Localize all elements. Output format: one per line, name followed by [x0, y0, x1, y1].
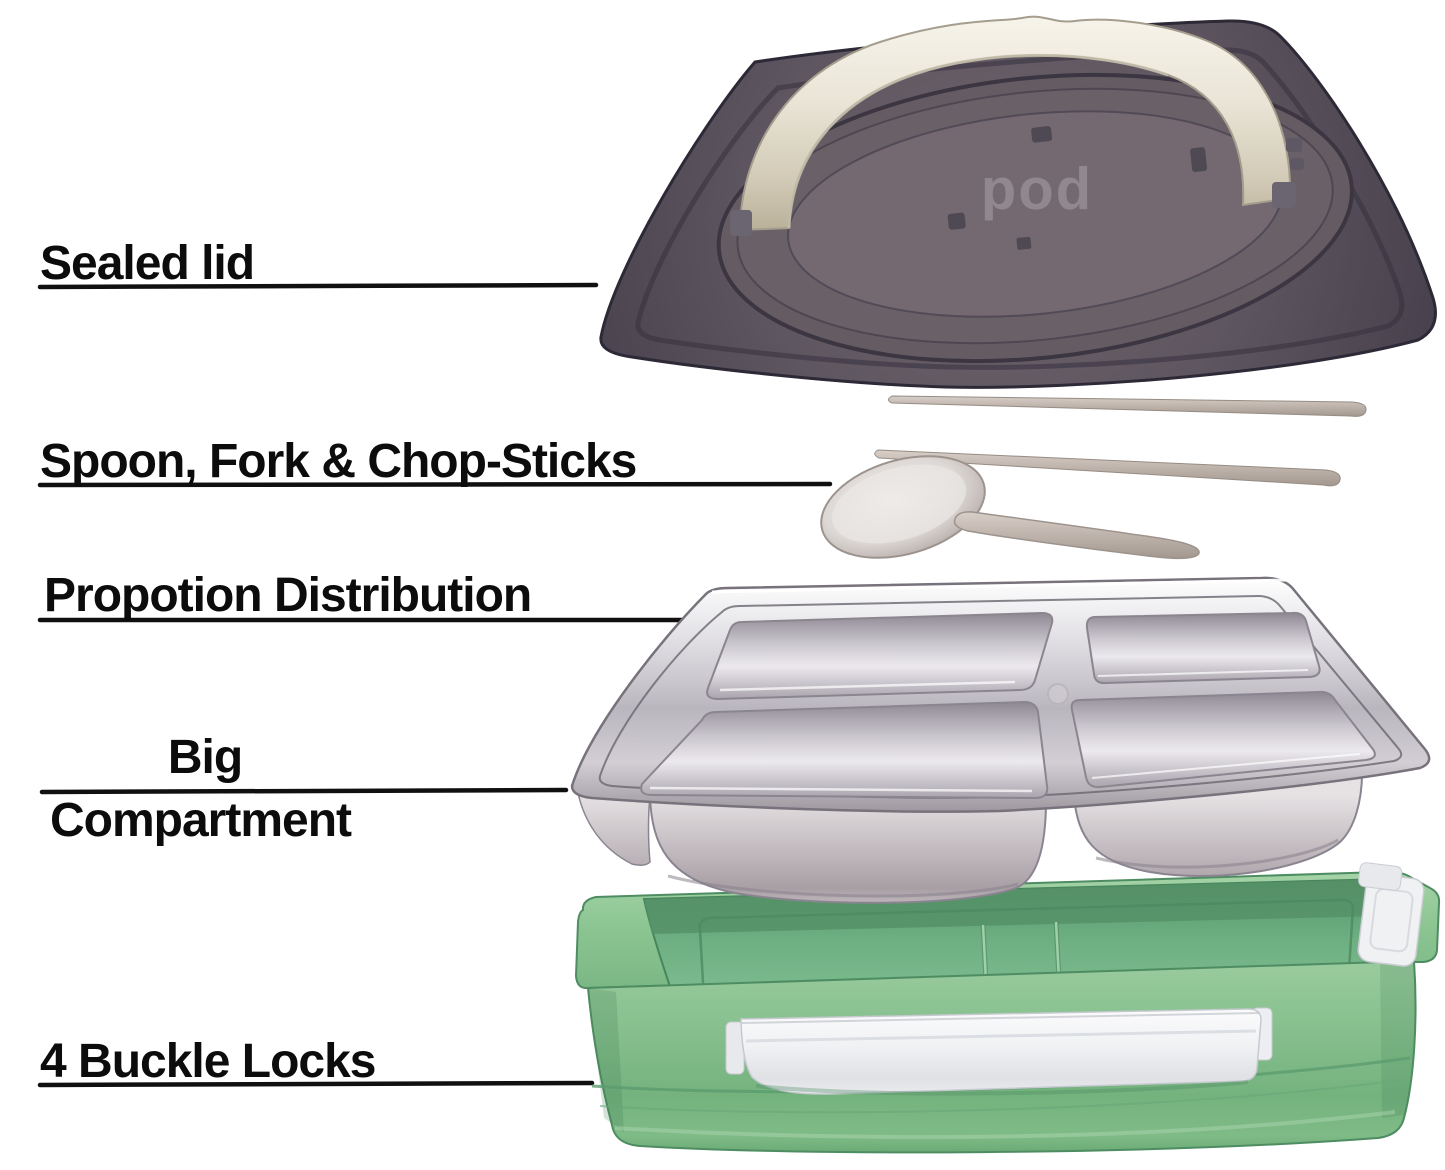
leader-line-buckle-locks — [37, 1080, 595, 1088]
spoon-handle — [953, 511, 1200, 560]
callout-big-compartment-line1: Big — [167, 731, 243, 784]
side-buckle — [1357, 862, 1425, 967]
lid-oval-recess — [716, 72, 1354, 364]
spoon-bowl-inner — [831, 464, 967, 544]
tray-compartment-big — [640, 700, 1049, 800]
tray-center-boss — [1047, 683, 1069, 705]
tray-wall-left-corner — [577, 792, 651, 867]
latch-fold-line — [745, 1029, 1257, 1043]
spoon — [820, 455, 1200, 560]
tray-rim-top-highlight — [711, 578, 1287, 594]
lid-handle-hinges — [730, 138, 1304, 236]
callout-proportion-distribution: Propotion Distribution — [44, 569, 532, 622]
container-left-shadow — [588, 988, 624, 1132]
cutlery-set — [820, 395, 1367, 560]
callout-sealed-lid: Sealed lid — [40, 237, 255, 290]
leader-line-big-compartment — [39, 787, 569, 795]
container-back-wall-shade — [644, 879, 1386, 934]
leader-line-cutlery — [37, 481, 833, 488]
lid-embossed-logo: pod — [979, 165, 1091, 230]
front-latch — [725, 1007, 1273, 1096]
leader-line-sealed-lid — [37, 282, 599, 290]
tray-compartment-top-left — [706, 611, 1054, 701]
chopstick-2 — [874, 449, 1341, 487]
callout-cutlery: Spoon, Fork & Chop-Sticks — [40, 435, 637, 488]
green-container — [574, 862, 1441, 1154]
tray-compartment-top-right — [1085, 611, 1321, 685]
tray-front-bulges — [577, 771, 1364, 904]
tray-compartment-glints — [649, 669, 1361, 793]
latch-drop-shadow — [755, 1080, 1249, 1096]
callout-big-compartment-line2: Compartment — [50, 794, 352, 847]
container-right-shadow — [1380, 961, 1415, 1118]
callout-buckle-locks: 4 Buckle Locks — [40, 1035, 376, 1088]
steel-tray — [570, 576, 1431, 904]
tray-compartment-bottom-right — [1070, 690, 1376, 789]
lid-handle-inner-shadow — [787, 53, 1169, 229]
chopstick-1 — [888, 395, 1367, 417]
lid-photo: pod — [599, 15, 1437, 389]
lid-locating-tabs — [947, 126, 1208, 250]
tray-bulge-left — [648, 795, 1048, 904]
latch-bar — [740, 1008, 1262, 1095]
leader-lines — [37, 282, 833, 1088]
latch-top-shade — [741, 1012, 1260, 1024]
